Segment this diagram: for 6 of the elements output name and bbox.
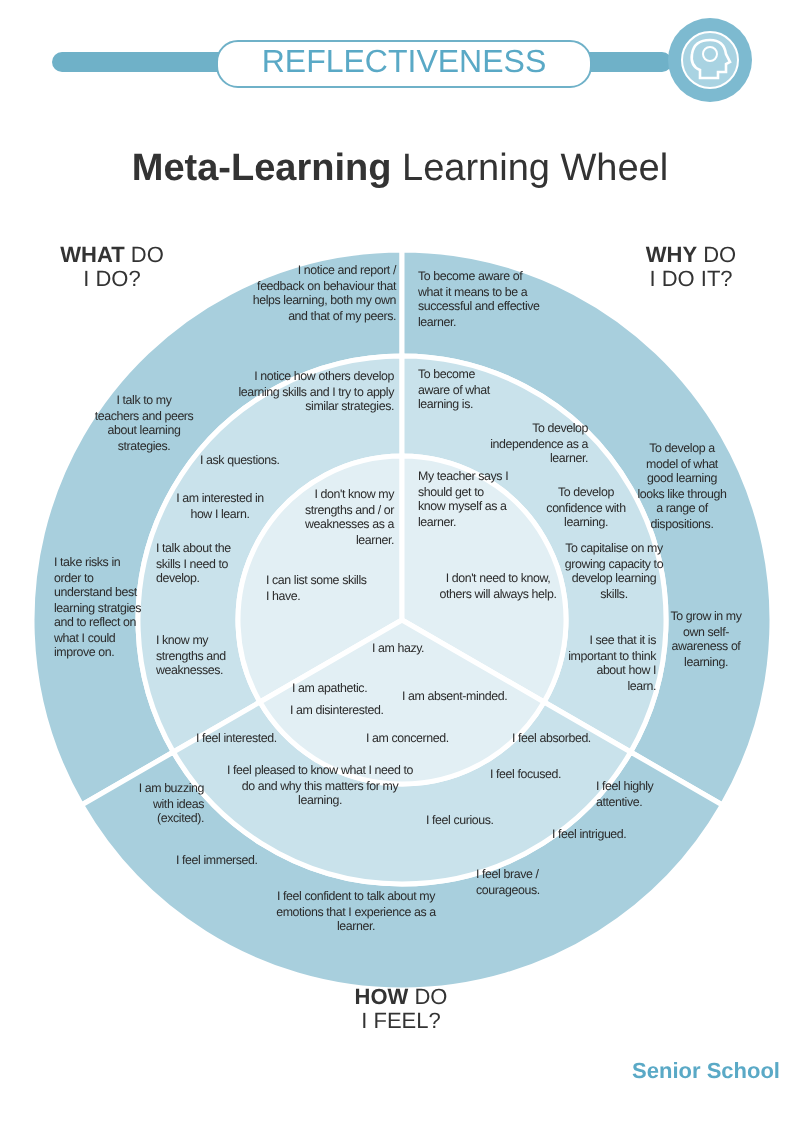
sector-heading: HOW DO I FEEL? [354,986,448,1034]
diagram-title: Meta-Learning Learning Wheel [129,148,671,192]
footer-label: Senior School [630,1060,780,1084]
sector-heading: WHY DO I DO IT? [644,244,738,292]
banner-label: REFLECTIVENESS [216,40,592,88]
sector-heading: WHAT DO I DO? [58,244,166,292]
